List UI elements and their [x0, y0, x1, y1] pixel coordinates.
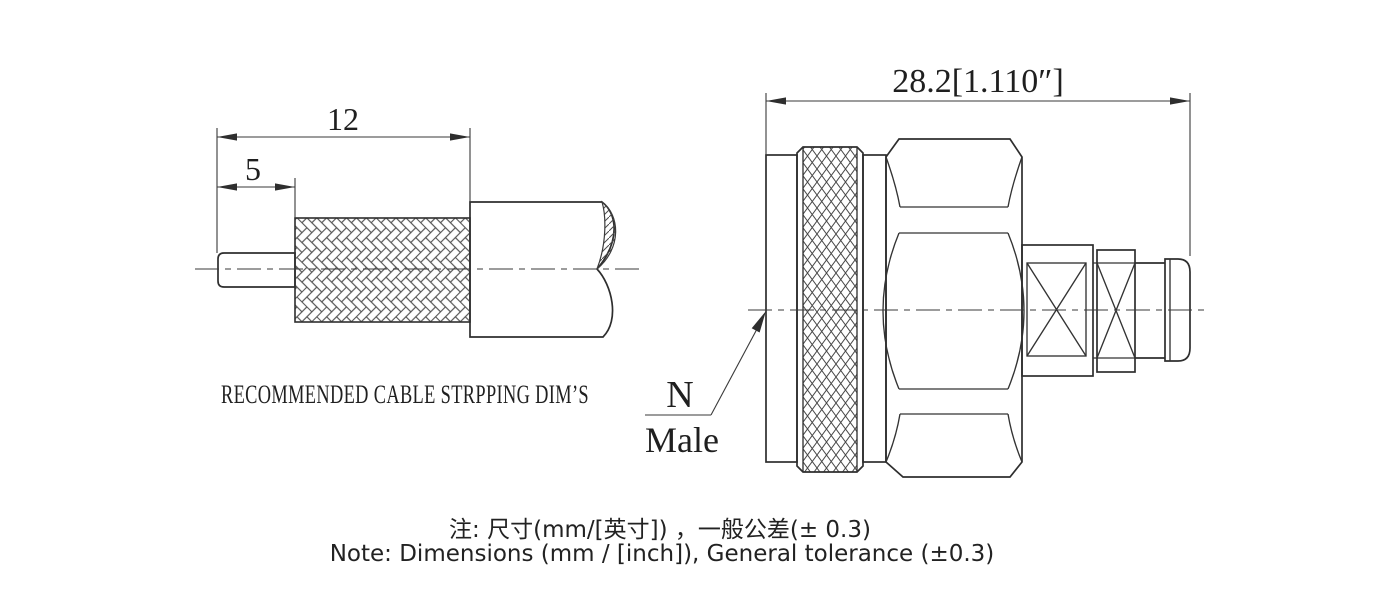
- arrowhead-left: [217, 133, 237, 141]
- cable-braid-section: [294, 217, 471, 323]
- rear-cylinder: [1135, 262, 1165, 359]
- dimension-value-12: 12: [327, 101, 359, 137]
- leader-line: [710, 328, 758, 416]
- gender-label: Male: [645, 420, 719, 460]
- connector-front-body: [765, 154, 798, 463]
- connector-label: N Male: [645, 311, 766, 460]
- clamp-outline: [1096, 249, 1136, 373]
- leader-arrowhead: [751, 311, 766, 333]
- arrowhead-right: [450, 133, 470, 141]
- dimension-value-282: 28.2[1.110″]: [892, 63, 1064, 100]
- end-cap: [1164, 258, 1191, 362]
- note-line-en: Note: Dimensions (mm / [inch]), General …: [330, 541, 995, 567]
- dimension-overall-282: 28.2[1.110″]: [765, 63, 1191, 256]
- crimp-section-2: [1096, 249, 1136, 373]
- arrowhead-right: [1170, 97, 1190, 105]
- cable-stripping-diagram: 12 5 RECOMMENDED CABLE STRPPING DIM’S: [195, 101, 645, 409]
- hex-body: [882, 138, 1025, 478]
- dimension-value-5: 5: [245, 151, 261, 187]
- hex-silhouette: [885, 138, 1023, 478]
- footer-notes: 注: 尺寸(mm/[英寸]) ，一般公差(± 0.3) Note: Dimens…: [330, 517, 995, 567]
- note-line-zh: 注: 尺寸(mm/[英寸]) ，一般公差(± 0.3): [449, 517, 871, 543]
- series-label: N: [666, 374, 693, 416]
- dimension-overall-12: 12: [216, 101, 471, 253]
- clamp-inner-lines: [1097, 262, 1135, 359]
- connector-diagram: 28.2[1.110″] N Male: [645, 63, 1206, 478]
- hex-chamfer-curves: [882, 156, 1025, 463]
- arrowhead-right: [275, 183, 295, 191]
- arrowhead-left: [766, 97, 786, 105]
- arrowhead-left: [217, 183, 237, 191]
- cable-diagram-title: RECOMMENDED CABLE STRPPING DIM’S: [221, 380, 589, 409]
- dimension-pin-5: 5: [217, 151, 296, 218]
- hex-face-lines: [899, 206, 1008, 415]
- cable-center-pin: [217, 252, 296, 288]
- cable-jacket-section-hatch: [596, 200, 617, 270]
